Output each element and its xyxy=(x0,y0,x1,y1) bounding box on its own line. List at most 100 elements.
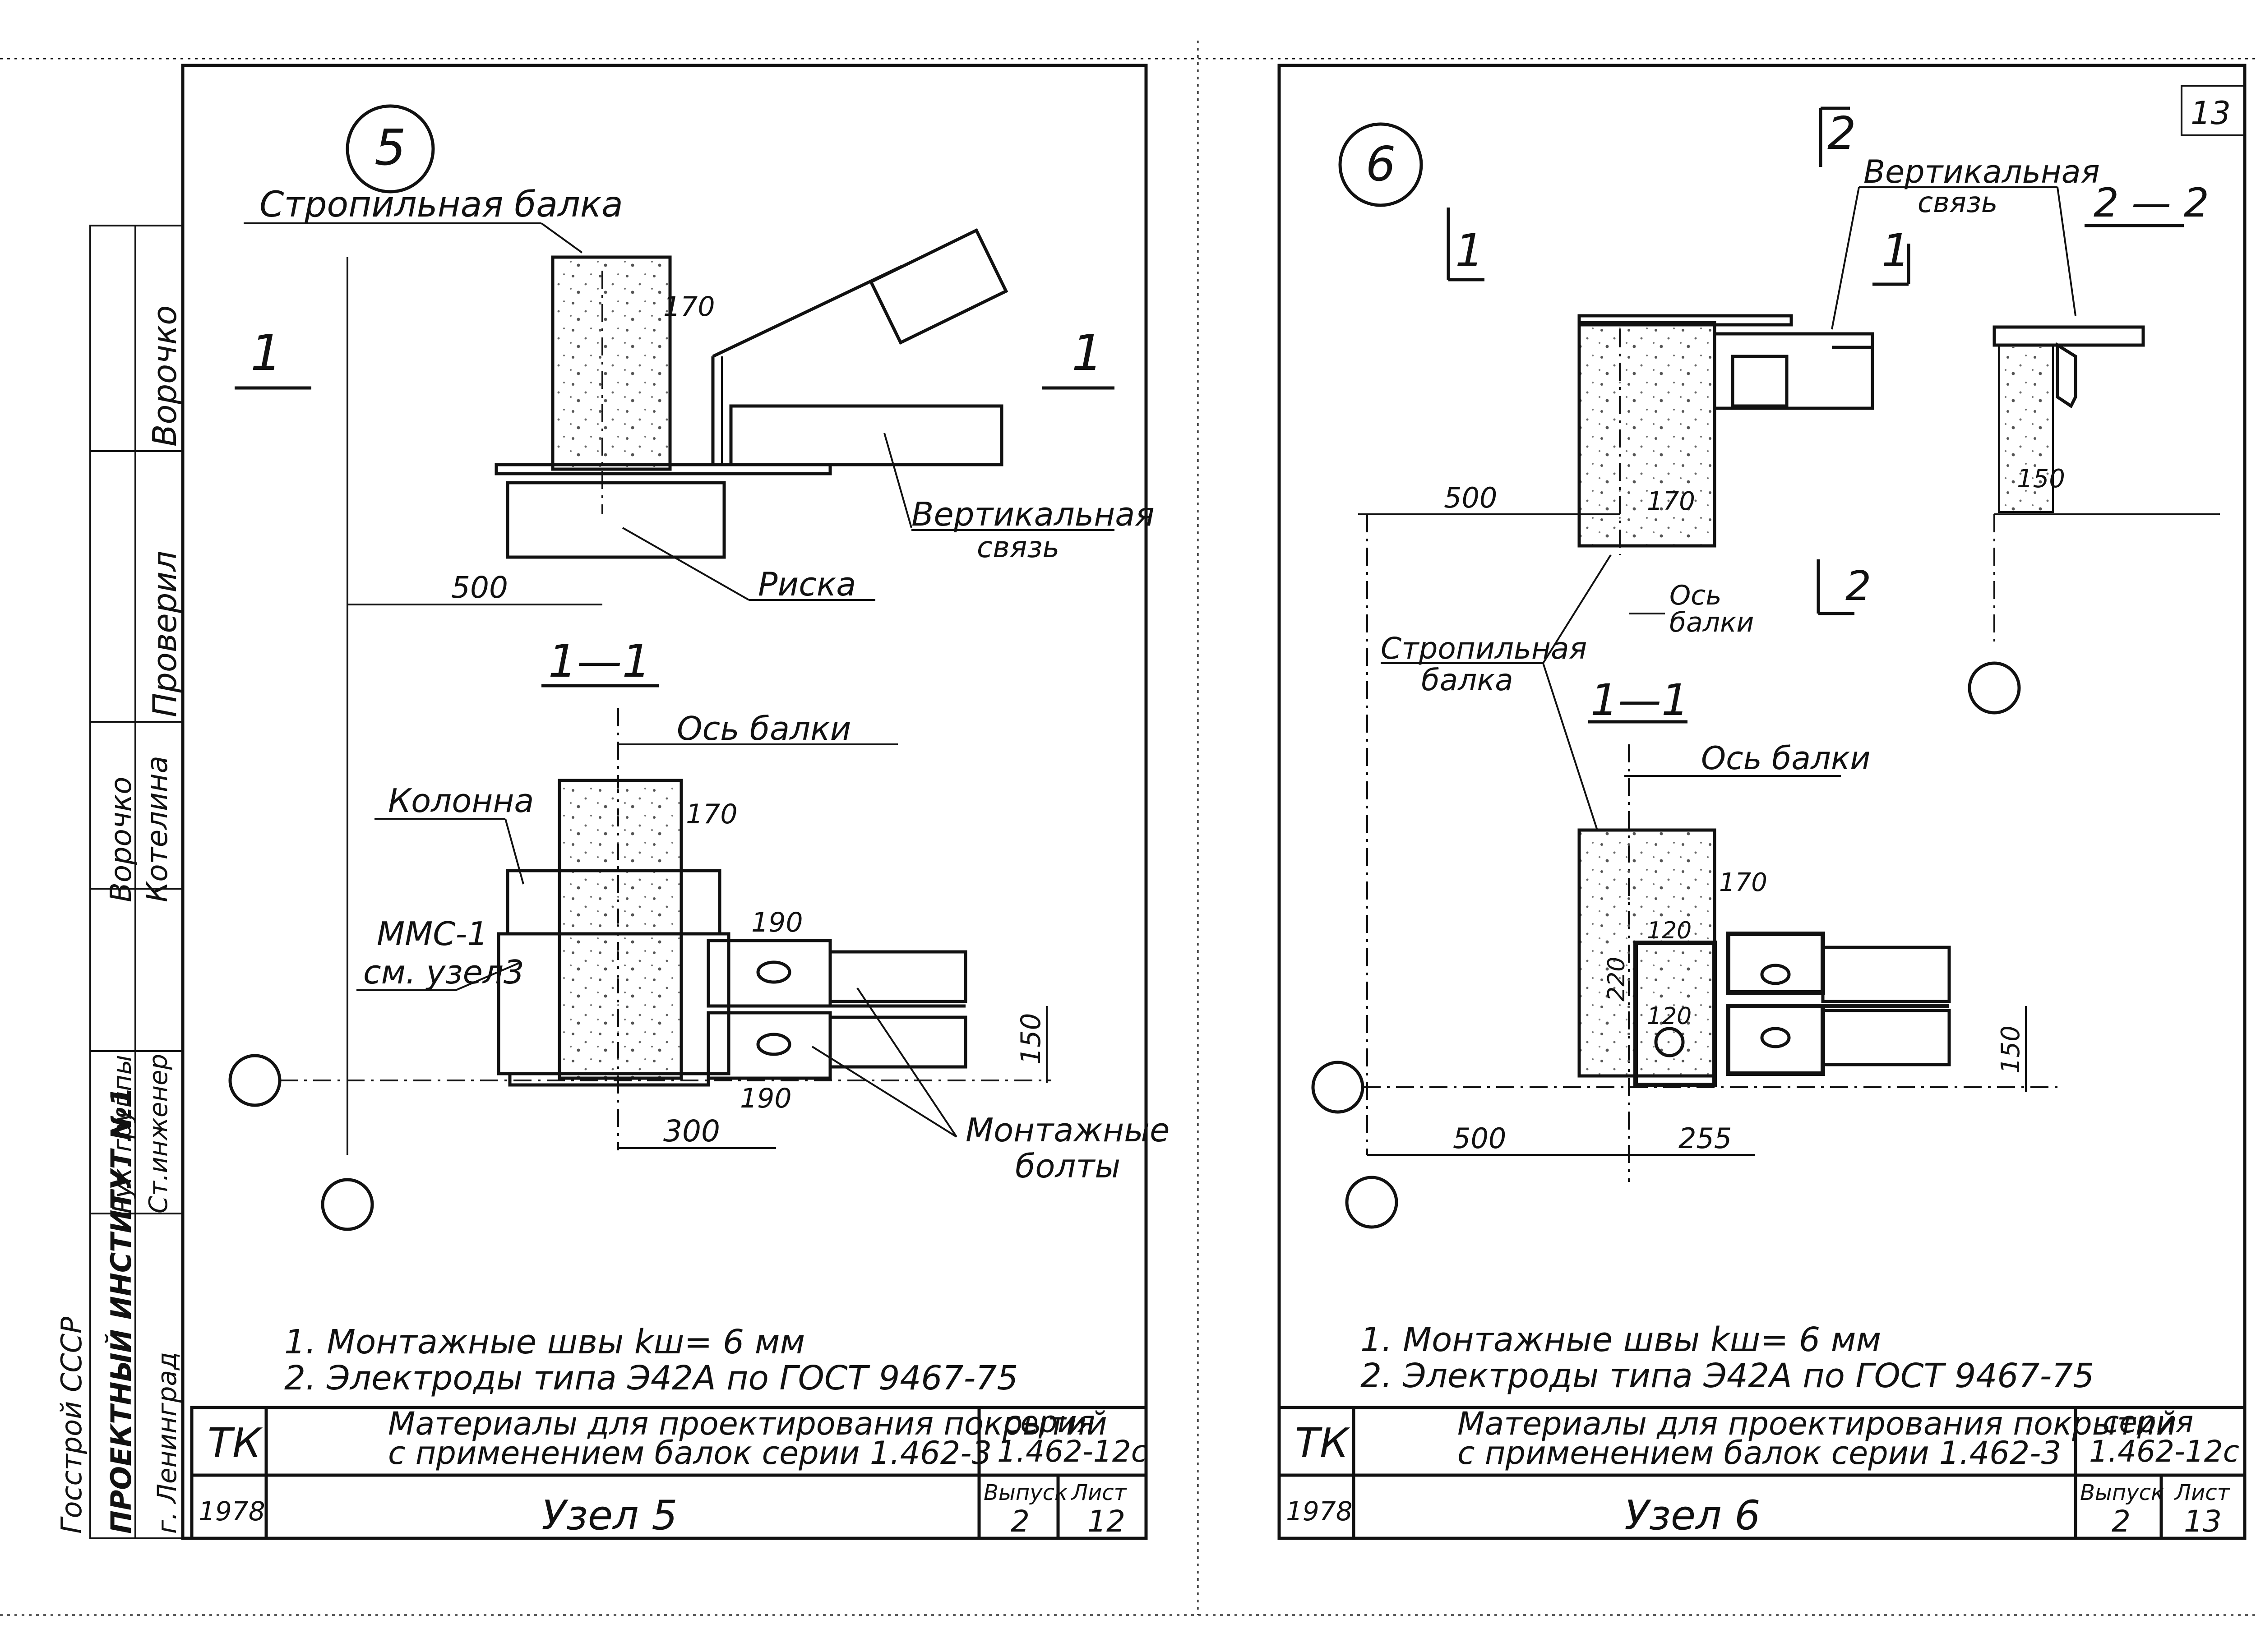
brace-channel-upper xyxy=(707,939,832,1008)
rafter-beam-plan-r xyxy=(1577,828,1716,1078)
section-1-1-title: 1—1 xyxy=(548,635,651,688)
issue-value-r: 2 xyxy=(2112,1504,2131,1539)
brace-lower-r xyxy=(1726,1004,1825,1076)
rafter-beam-plan xyxy=(558,779,683,1080)
series-value-r: 1.462-12с xyxy=(2089,1434,2239,1469)
label-rafter-r2: балка xyxy=(1421,663,1513,697)
rafter-beam-elevation xyxy=(551,255,672,471)
dim-170-top: 170 xyxy=(663,291,715,323)
weld-plate-r xyxy=(1633,941,1717,1087)
corner-sheet-number: 13 xyxy=(2191,95,2231,132)
brace-profile-r xyxy=(1713,332,1874,410)
axis-bubble-left xyxy=(228,1054,282,1107)
dim-170-top-r: 170 xyxy=(1647,487,1695,516)
node-5-number: 5 xyxy=(374,119,406,176)
description-line-1-r: Материалы для проектирования покрытий xyxy=(1457,1405,2177,1442)
node-6-number: 6 xyxy=(1366,137,1396,192)
axis-label-1: Ось xyxy=(1669,580,1722,611)
left-sheet: Ворочко Проверил Ворочко Котелина Рук. г… xyxy=(55,64,1170,1540)
right-sheet: 13 6 2 Вертикальная связь 2 — 2 1 1 500 … xyxy=(1277,64,2247,1540)
side-stamp-frame xyxy=(89,225,184,1539)
axis-bubble-bottom xyxy=(321,1178,374,1231)
stamp-role-2: Ворочко xyxy=(105,777,138,902)
bolt-plan-r xyxy=(1654,1027,1685,1057)
dim-170-section: 170 xyxy=(686,798,738,830)
label-rafter-beam: Стропильная балка xyxy=(259,185,623,225)
axis-label-2: балки xyxy=(1669,607,1754,638)
tk-label-r: ТК xyxy=(1295,1420,1350,1467)
sheet-value: 12 xyxy=(1087,1504,1125,1539)
bolt-upper xyxy=(756,960,791,984)
sheet-label: Лист xyxy=(1071,1480,1128,1505)
label-beam-axis-r: Ось балки xyxy=(1701,740,1871,777)
note-2: 2. Электроды типа Э42А по ГОСТ 9467-75 xyxy=(284,1359,1018,1398)
label-risk-mark: Риска xyxy=(758,565,856,603)
right-frame xyxy=(1277,64,2247,1540)
label-mounting-bolts-2: болты xyxy=(1015,1147,1120,1185)
bolt-lower xyxy=(756,1033,791,1056)
dim-120-mid-r: 120 xyxy=(1647,1003,1692,1030)
dim-500-top-r: 500 xyxy=(1444,481,1497,514)
year-label: 1978 xyxy=(199,1496,265,1527)
dim-190-top: 190 xyxy=(751,907,803,938)
note-1: 1. Монтажные швы kш= 6 мм xyxy=(284,1323,805,1361)
label-column: Колонна xyxy=(388,782,534,820)
section-1-1-r-title: 1—1 xyxy=(1590,675,1689,725)
note-1-r: 1. Монтажные швы kш= 6 мм xyxy=(1360,1320,1881,1359)
label-mmc: ММС-1 xyxy=(377,915,488,953)
cut-mark-left: 1 xyxy=(250,324,282,382)
dim-150: 150 xyxy=(1015,1013,1047,1065)
description-line-1: Материалы для проектирования покрытий xyxy=(388,1405,1107,1442)
cut-mark-2-top: 2 xyxy=(1827,107,1856,160)
stamp-name-3: Ст.инженер xyxy=(144,1054,173,1214)
dim-170-bottom-r: 170 xyxy=(1719,868,1767,897)
dim-300: 300 xyxy=(663,1114,720,1149)
axis-bubble-right xyxy=(1968,661,2021,715)
year-label-r: 1978 xyxy=(1286,1496,1353,1527)
issue-value: 2 xyxy=(1011,1504,1030,1539)
description-line-2-r: с применением балок серии 1.462-3 xyxy=(1457,1435,2061,1472)
node-name: Узел 5 xyxy=(541,1492,677,1539)
dim-220-r: 220 xyxy=(1603,957,1630,1001)
axis-bubble-left-r xyxy=(1311,1061,1364,1114)
series-label-r: серия xyxy=(2103,1405,2193,1440)
cut-mark-2-lower: 2 xyxy=(1845,563,1871,610)
label-vertical-brace-2: связь xyxy=(977,531,1059,564)
tk-label: ТК xyxy=(208,1420,263,1467)
section-2-2-title: 2 — 2 xyxy=(2094,180,2209,226)
issue-label-r: Выпуск xyxy=(2080,1480,2164,1505)
issue-label: Выпуск xyxy=(984,1480,1068,1505)
description-line-2: с применением балок серии 1.462-3 xyxy=(388,1435,992,1472)
stamp-name-1: Ворочко xyxy=(146,305,184,447)
cut-mark-1-left: 1 xyxy=(1455,224,1484,277)
label-beam-axis: Ось балки xyxy=(677,710,851,748)
label-vertical-brace-r1: Вертикальная xyxy=(1863,153,2100,190)
sheet-value-r: 13 xyxy=(2184,1504,2222,1539)
support-plate xyxy=(495,463,832,475)
sheet-label-r: Лист xyxy=(2174,1480,2231,1505)
dim-255-r: 255 xyxy=(1678,1122,1732,1155)
label-vertical-brace-r2: связь xyxy=(1918,186,1997,219)
stamp-name-2: Котелина xyxy=(141,756,174,902)
dim-120-top-r: 120 xyxy=(1647,917,1692,944)
column-top xyxy=(506,481,726,559)
rafter-beam-elevation-r xyxy=(1577,321,1716,548)
node-5-marker xyxy=(346,104,435,194)
label-vertical-brace-1: Вертикальная xyxy=(911,495,1155,533)
dim-500-bottom-r: 500 xyxy=(1453,1122,1506,1155)
title-block-left: ТК 1978 Материалы для проектирования пок… xyxy=(190,1405,1148,1540)
dim-150-right-r: 150 xyxy=(1996,1025,2025,1074)
stamp-institute-2: ПРОЕКТНЫЙ ИНСТИТУТ №1 xyxy=(105,1087,138,1534)
dim-500: 500 xyxy=(451,570,508,605)
stamp-institute-3: г. Ленинград xyxy=(152,1352,182,1534)
note-2-r: 2. Электроды типа Э42А по ГОСТ 9467-75 xyxy=(1360,1357,2094,1395)
vertical-brace-beam xyxy=(729,404,1003,466)
node-name-r: Узел 6 xyxy=(1624,1492,1760,1539)
series-value: 1.462-12с xyxy=(997,1434,1147,1469)
node-6-marker xyxy=(1338,122,1423,207)
section-22-flange xyxy=(1992,325,2145,347)
cut-mark-right: 1 xyxy=(1072,324,1103,382)
stamp-institute-1: Госстрой СССР xyxy=(55,1316,88,1534)
dim-150-section: 150 xyxy=(2017,464,2065,494)
